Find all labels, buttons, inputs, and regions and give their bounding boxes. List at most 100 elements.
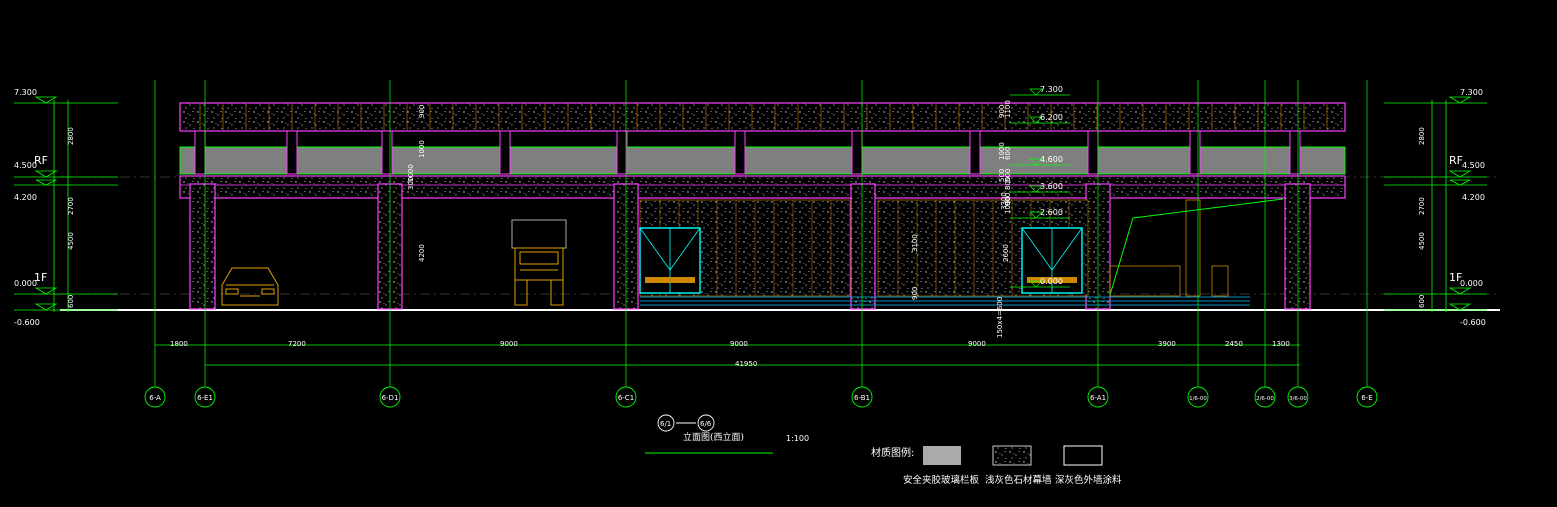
inner-dim-label: 900: [1004, 193, 1012, 206]
guardrail-post: [194, 130, 206, 175]
inner-dim-label: 1100: [1004, 100, 1012, 118]
level-neg0600-right: -0.600: [1460, 318, 1486, 327]
parapet-joints: [199, 104, 1328, 130]
inner-dim-label: 500: [998, 169, 1006, 182]
level-7300-left: 7.300: [14, 88, 37, 97]
inner-dim-label: 300: [407, 177, 415, 190]
level-rf-left: RF: [34, 154, 48, 167]
column: [189, 183, 216, 310]
horizontal-dim-label: 9000: [968, 340, 986, 348]
truck-figure: [511, 219, 567, 306]
inner-dim-label: 800: [1004, 177, 1012, 190]
leader-line: [1109, 198, 1284, 296]
horizontal-dim-label: 9000: [500, 340, 518, 348]
right-dim-4500: 4500: [1418, 232, 1426, 250]
mid-level-label: 6.200: [1040, 113, 1063, 122]
axis-bubble: [1187, 386, 1209, 408]
mid-level-arrow: [1029, 116, 1043, 124]
guardrail-post: [616, 130, 628, 175]
inner-dim-label: 1000: [1004, 196, 1012, 214]
legend-swatch-paint: [1063, 445, 1103, 466]
horizontal-dim-label: 1300: [1272, 340, 1290, 348]
inner-dim-label: 500: [1004, 169, 1012, 182]
right-dim-2700: 2700: [1418, 197, 1426, 215]
inner-dim-label: 1000: [418, 140, 426, 158]
level-7300-right: 7.300: [1460, 88, 1483, 97]
legend-label-paint: 深灰色外墙涂料: [1055, 474, 1122, 486]
level-4200-right: 4.200: [1462, 193, 1485, 202]
mid-level-label: 4.600: [1040, 155, 1063, 164]
axis-bubble: [1087, 386, 1109, 408]
axis-label: 6-C1: [618, 394, 634, 402]
inner-dim-label: 600: [1004, 147, 1012, 160]
right-dim-2800: 2800: [1418, 127, 1426, 145]
guardrail-post: [1189, 130, 1201, 175]
legend-swatch-glass: [923, 446, 961, 465]
legend-swatch-stone: [992, 445, 1032, 466]
legend-title: 材质图例:: [871, 446, 914, 459]
entrance-door-right: [1021, 227, 1083, 294]
mid-level-arrow: [1029, 211, 1043, 219]
parapet-stone-band: [179, 102, 1346, 132]
horizontal-dim-label: 3900: [1158, 340, 1176, 348]
car-figure: [221, 267, 279, 306]
inner-dimension-labels: 9001000100030042009001000500330031009001…: [407, 100, 1012, 338]
level-0000-right: 0.000: [1460, 279, 1483, 288]
level-1f-left: 1F: [34, 271, 47, 284]
inner-dim-label: 2600: [1002, 244, 1010, 262]
inner-dim-label: 900: [911, 287, 919, 300]
guardrail-post: [969, 130, 981, 175]
axis-bubble: [1254, 386, 1276, 408]
level-neg0600-left: -0.600: [14, 318, 40, 327]
axis-label: 6-A1: [1090, 394, 1106, 402]
level-0000-left: 0.000: [14, 279, 37, 288]
axis-bubble: [1356, 386, 1378, 408]
mid-level-label: 2.600: [1040, 208, 1063, 217]
guardrail-post: [851, 130, 863, 175]
axis-label: 6-D1: [382, 394, 399, 402]
right-level-annotations: 7.300 RF 4.500 4.200 1F 0.000 -0.600 280…: [1384, 88, 1487, 327]
right-dim-600: 600: [1418, 295, 1426, 308]
horizontal-dim-label: 9000: [730, 340, 748, 348]
mid-level-arrow: [1029, 185, 1043, 193]
mid-level-label: 0.000: [1040, 277, 1063, 286]
left-dim-2800: 2800: [67, 127, 75, 145]
drawing-scale: 1:100: [786, 434, 809, 443]
inner-dim-label: 1000: [407, 164, 415, 182]
level-4200-left: 4.200: [14, 193, 37, 202]
left-dim-600: 600: [67, 295, 75, 308]
columns: [189, 183, 1311, 310]
total-dimension: 41950: [735, 360, 757, 368]
left-dim-2700: 2700: [67, 197, 75, 215]
axis-label: 3/6-00: [1289, 396, 1307, 402]
left-level-annotations: 7.300 RF 4.500 4.200 1F 0.000 -0.600 280…: [14, 88, 118, 327]
axis-bubble: [144, 386, 166, 408]
ramp-and-counter: [1109, 199, 1229, 297]
axis-bubble: [615, 386, 637, 408]
inner-dim-label: 3100: [911, 234, 919, 252]
title-axis-end: 6/6: [700, 420, 712, 428]
horizontal-dim-label: 7200: [288, 340, 306, 348]
axis-bubble: [194, 386, 216, 408]
guardrail-posts: [194, 130, 1301, 175]
title-block: 6/1 6/6 立面图(西立面) 1:100: [645, 414, 809, 454]
inner-dim-label: 3300: [1000, 192, 1008, 210]
beam-band: [179, 175, 1346, 199]
entrance-steps: [640, 296, 1250, 306]
column: [850, 183, 876, 310]
level-1f-right: 1F: [1449, 271, 1462, 284]
axis-bubble: [851, 386, 873, 408]
mid-level-label: 3.600: [1040, 182, 1063, 191]
legend-label-glass: 安全夹胶玻璃栏板: [903, 474, 980, 486]
horizontal-dim-label: 1800: [170, 340, 188, 348]
axis-bubble: [379, 386, 401, 408]
guardrail-post: [499, 130, 511, 175]
axis-label: 6-E1: [197, 394, 213, 402]
inner-dim-label: 4200: [418, 244, 426, 262]
column: [1284, 183, 1311, 310]
left-dim-4500: 4500: [67, 232, 75, 250]
